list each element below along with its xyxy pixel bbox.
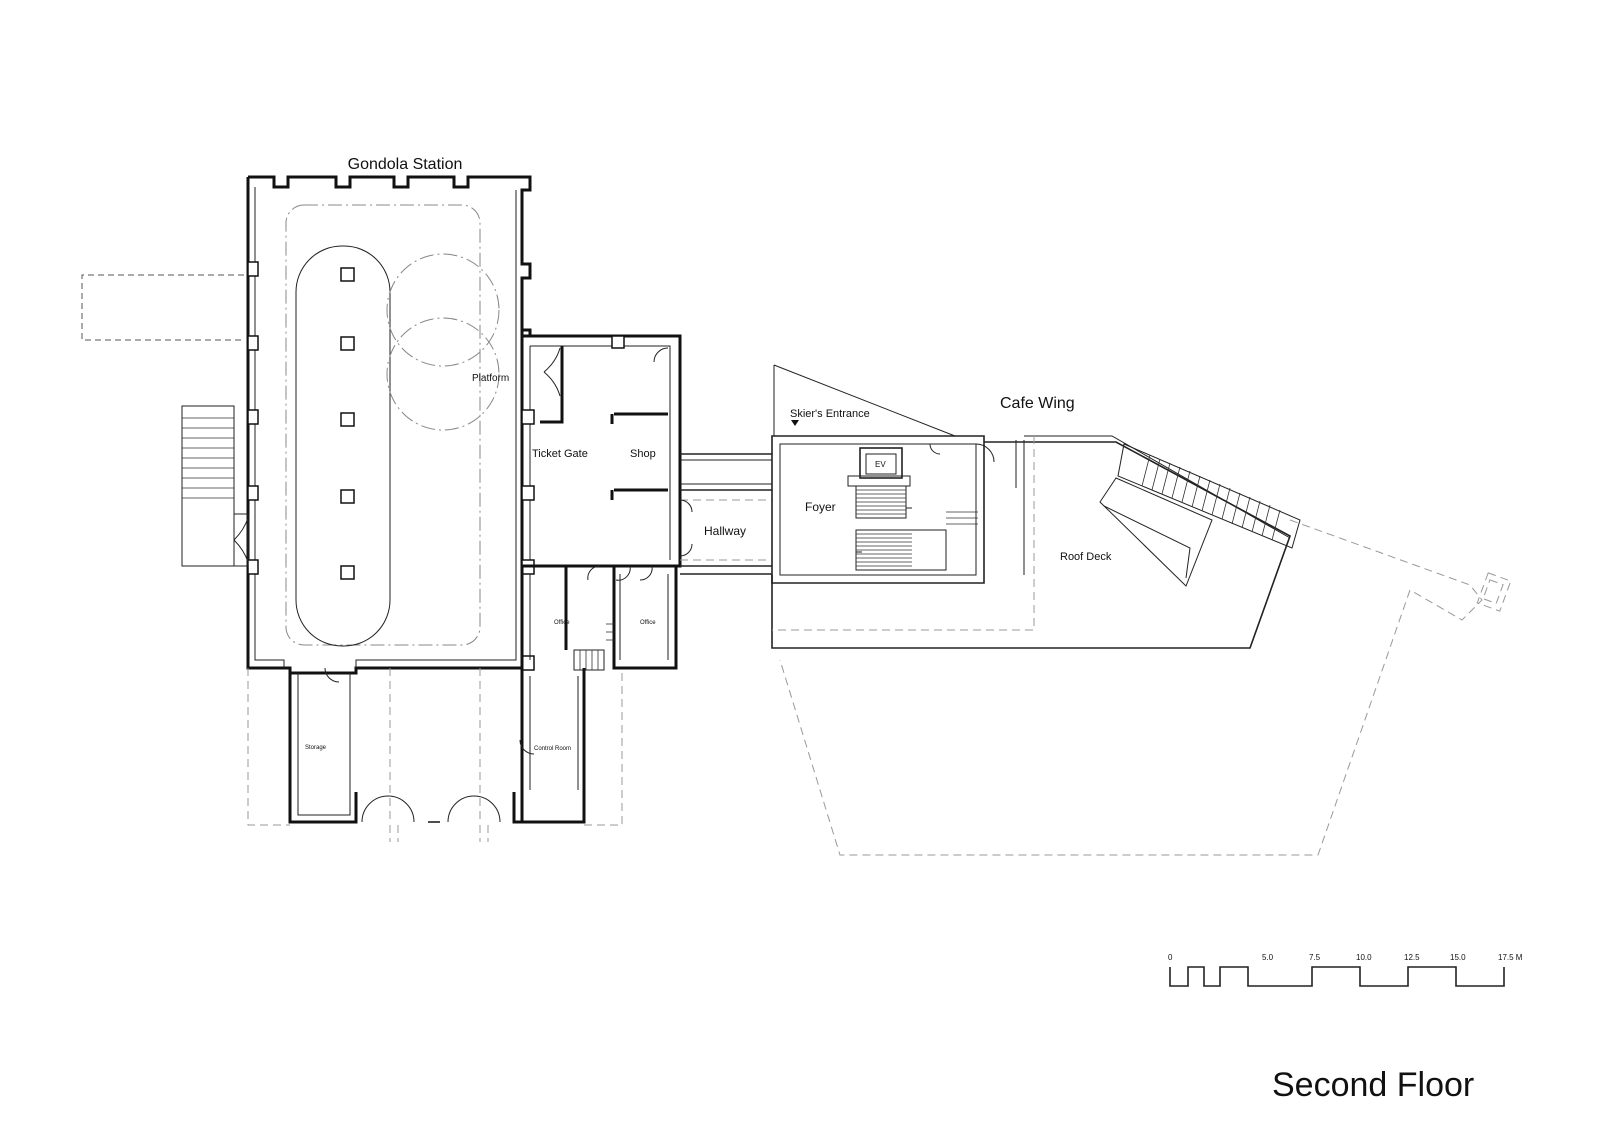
control-room-label: Control Room bbox=[534, 746, 571, 752]
office-label-2: Office bbox=[640, 620, 656, 626]
entrance-arrow-icon bbox=[791, 420, 799, 426]
platform-label: Platform bbox=[472, 373, 509, 384]
scale-tick-7-5: 7.5 bbox=[1309, 953, 1321, 962]
hallway-bridge bbox=[679, 453, 772, 575]
gondola-station-block bbox=[81, 175, 623, 842]
scale-tick-15: 15.0 bbox=[1450, 953, 1466, 962]
skiers-entrance-label: Skier's Entrance bbox=[790, 408, 870, 420]
cafe-wing-label: Cafe Wing bbox=[1000, 395, 1075, 412]
ev-label: EV bbox=[875, 460, 886, 469]
cafe-wing-block bbox=[771, 364, 1512, 856]
roof-deck-label: Roof Deck bbox=[1060, 551, 1112, 563]
scale-tick-17-5: 17.5 M bbox=[1498, 953, 1523, 962]
scale-tick-5: 5.0 bbox=[1262, 953, 1274, 962]
scale-bar: 0 5.0 7.5 10.0 12.5 15.0 17.5 M bbox=[1168, 953, 1523, 987]
shop-label: Shop bbox=[630, 448, 656, 460]
ticket-gate-label: Ticket Gate bbox=[532, 448, 588, 460]
drawing-title: Second Floor bbox=[1272, 1066, 1474, 1104]
gondola-station-label: Gondola Station bbox=[348, 156, 463, 173]
scale-tick-10: 10.0 bbox=[1356, 953, 1372, 962]
scale-tick-0: 0 bbox=[1168, 953, 1173, 962]
storage-label: Storage bbox=[305, 745, 327, 751]
foyer-label: Foyer bbox=[805, 500, 836, 514]
hallway-label: Hallway bbox=[704, 524, 746, 538]
scale-tick-12-5: 12.5 bbox=[1404, 953, 1420, 962]
office-label-1: Office bbox=[554, 620, 570, 626]
ticket-shop-block bbox=[519, 334, 682, 822]
